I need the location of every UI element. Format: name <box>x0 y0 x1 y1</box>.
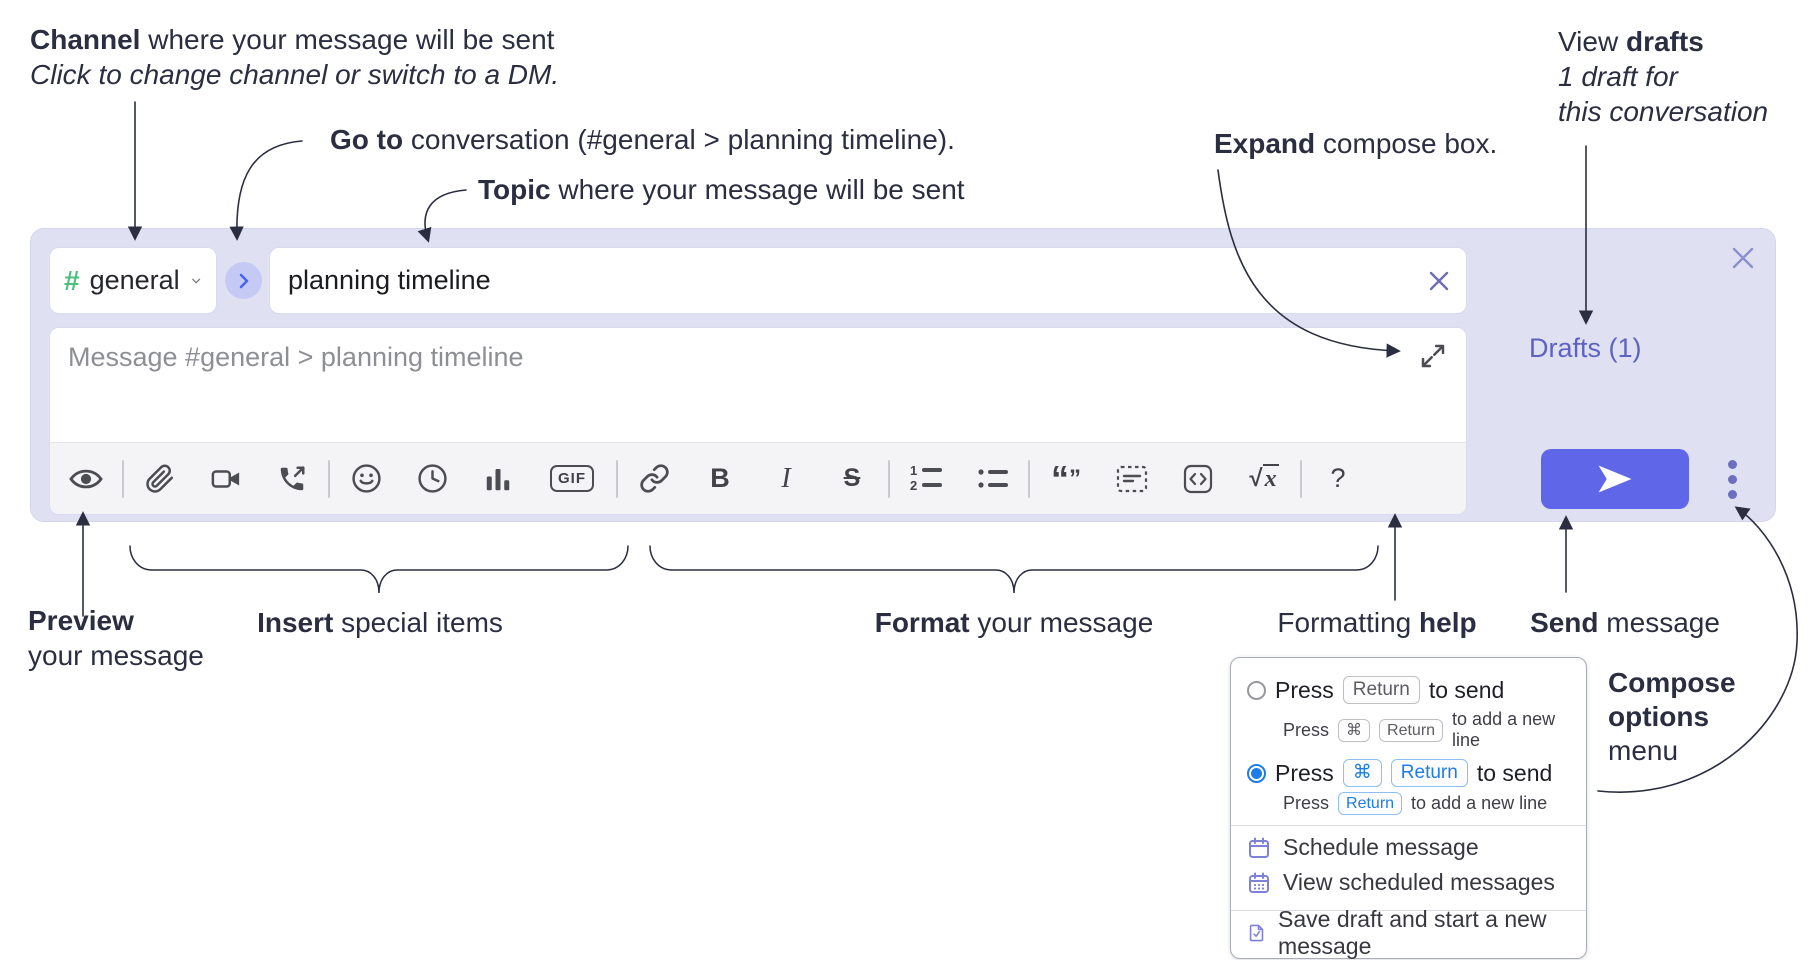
topic-field <box>269 247 1467 314</box>
channel-annotation-sub: Click to change channel or switch to a D… <box>30 59 560 90</box>
bold-icon[interactable]: B <box>698 457 742 501</box>
topic-input[interactable] <box>270 265 1412 296</box>
send-option-enter[interactable]: Press Return to send <box>1231 676 1586 704</box>
spoiler-icon[interactable] <box>1110 457 1154 501</box>
toolbar-divider <box>1300 459 1302 498</box>
kbd-return: Return <box>1390 759 1468 787</box>
toolbar-divider <box>888 459 890 498</box>
calendar-icon <box>1249 837 1269 858</box>
chevron-right-icon <box>239 273 248 288</box>
view-drafts-annotation: View drafts 1 draft for this conversatio… <box>1558 26 1769 127</box>
toolbar-divider <box>328 459 330 498</box>
code-icon[interactable] <box>1176 457 1220 501</box>
expand-annotation: Expand compose box. <box>1214 128 1498 159</box>
send-option-enter-sub: Press ⌘ Return to add a new line <box>1283 709 1556 750</box>
radio-unselected[interactable] <box>1247 680 1266 700</box>
bulleted-list-icon[interactable] <box>970 457 1014 501</box>
message-input[interactable] <box>50 328 1466 442</box>
preview-annotation: Preview your message <box>28 605 204 671</box>
menu-item-schedule-message[interactable]: Schedule message <box>1231 830 1586 865</box>
go-to-conversation-button[interactable] <box>225 262 262 299</box>
channel-annotation-bold: Channel <box>30 24 141 55</box>
send-option-cmd-enter[interactable]: Press ⌘ Return to send <box>1231 759 1586 787</box>
numbered-list-icon[interactable]: 1 2 <box>904 457 948 501</box>
quote-icon[interactable]: “” <box>1044 457 1088 501</box>
chevron-down-icon <box>191 278 200 283</box>
channel-name: general <box>89 265 180 295</box>
clear-topic-icon[interactable] <box>1412 251 1466 311</box>
help-icon[interactable]: ? <box>1316 457 1360 501</box>
toolbar-divider <box>122 459 124 498</box>
kbd-return: Return <box>1379 718 1444 742</box>
menu-divider <box>1231 825 1586 826</box>
time-icon[interactable] <box>410 457 454 501</box>
send-icon <box>1598 465 1632 493</box>
menu-item-view-scheduled[interactable]: View scheduled messages <box>1231 865 1586 900</box>
attach-file-icon[interactable] <box>138 457 182 501</box>
menu-divider <box>1231 910 1586 911</box>
video-call-icon[interactable] <box>204 457 248 501</box>
expand-compose-icon[interactable] <box>1416 340 1450 374</box>
message-area: GIF B I S 1 2 <box>49 327 1467 515</box>
format-annotation: Format your message <box>874 607 1154 638</box>
poll-icon[interactable] <box>476 457 520 501</box>
toolbar-divider <box>1028 459 1030 498</box>
calendar-dots-icon <box>1249 872 1269 893</box>
send-button[interactable] <box>1541 449 1689 509</box>
compose-toolbar: GIF B I S 1 2 <box>50 442 1466 514</box>
drafts-link[interactable]: Drafts (1) <box>1529 333 1642 363</box>
kbd-cmd: ⌘ <box>1338 718 1371 742</box>
channel-hash-icon: # <box>64 264 80 296</box>
send-option-cmd-enter-sub: Press Return to add a new line <box>1283 792 1548 815</box>
close-compose-icon[interactable] <box>1727 243 1759 275</box>
math-icon[interactable]: √x <box>1242 457 1286 501</box>
channel-annotation: Channel where your message will be sent … <box>30 22 559 92</box>
kbd-return: Return <box>1342 676 1420 704</box>
goto-arrow <box>229 140 303 241</box>
link-icon[interactable] <box>632 457 676 501</box>
compose-options-annotation: Compose options menu <box>1608 667 1736 766</box>
radio-selected[interactable] <box>1247 763 1266 783</box>
toolbar-divider <box>616 459 618 498</box>
strikethrough-icon[interactable]: S <box>830 457 874 501</box>
italic-icon[interactable]: I <box>764 457 808 501</box>
preview-eye-icon[interactable] <box>64 457 108 501</box>
gif-icon[interactable]: GIF <box>542 457 602 501</box>
format-brace <box>649 545 1379 594</box>
save-draft-icon <box>1249 924 1264 941</box>
kbd-return: Return <box>1338 792 1403 815</box>
menu-item-save-draft[interactable]: Save draft and start a new message <box>1231 906 1586 959</box>
compose-options-menu-icon[interactable] <box>1715 455 1749 503</box>
compose-options-menu: Press Return to send Press ⌘ Return to a… <box>1230 657 1587 959</box>
voice-call-icon[interactable] <box>270 457 314 501</box>
kbd-cmd: ⌘ <box>1342 759 1382 787</box>
channel-annotation-rest: where your message will be sent <box>140 24 555 55</box>
insert-annotation: Insert special items <box>257 607 503 638</box>
compose-box: # general <box>30 228 1776 522</box>
formatting-help-annotation: Formatting help <box>1277 607 1477 638</box>
emoji-icon[interactable] <box>344 457 388 501</box>
send-annotation: Send message <box>1530 607 1720 638</box>
topic-annotation: Topic where your message will be sent <box>478 174 965 205</box>
channel-selector[interactable]: # general <box>49 247 217 314</box>
insert-brace <box>129 545 629 594</box>
goto-annotation: Go to conversation (#general > planning … <box>330 124 955 155</box>
